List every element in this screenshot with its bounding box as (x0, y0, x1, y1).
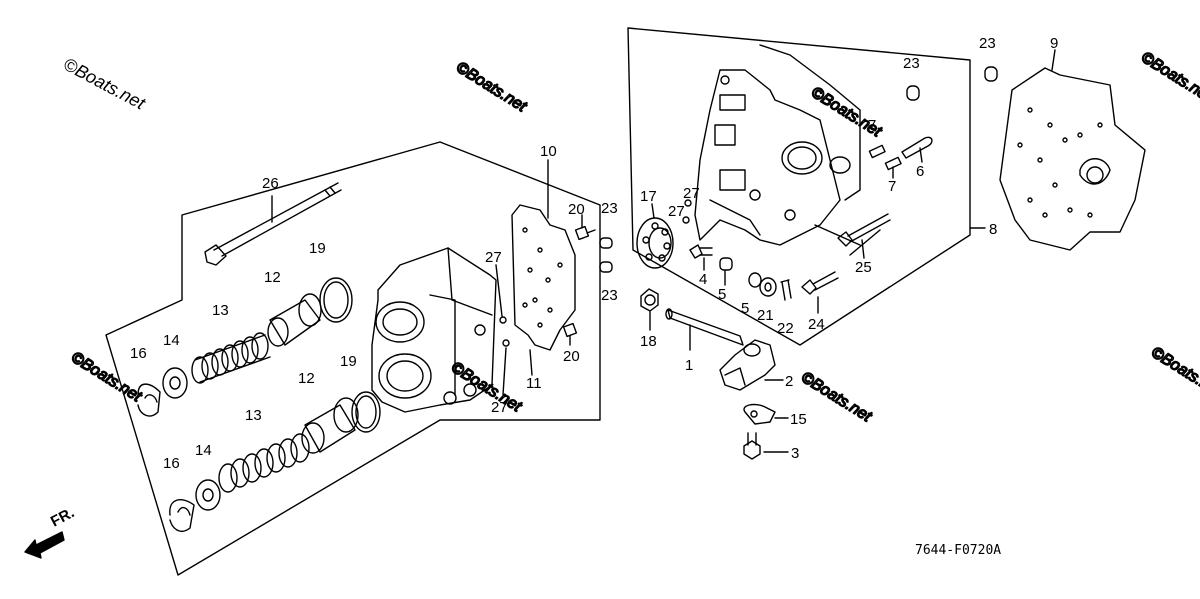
long-bolt-part (204, 182, 342, 266)
separator-plate-large (999, 49, 1146, 251)
callout-10: 10 (540, 143, 557, 160)
callout-2: 2 (785, 373, 793, 390)
callout-27: 27 (485, 249, 502, 266)
bolt-20-lower (562, 322, 578, 346)
callout-16: 16 (130, 345, 147, 362)
bolt-20-upper (574, 214, 596, 241)
callout-5: 5 (741, 300, 749, 317)
callout-26: 26 (262, 175, 279, 192)
callout-23: 23 (979, 35, 996, 52)
shaft (665, 308, 744, 351)
separator-plate-small (511, 204, 576, 376)
dowel-pin (502, 339, 510, 347)
valve-body-housing (371, 247, 497, 413)
callout-15: 15 (790, 411, 807, 428)
callout-16: 16 (163, 455, 180, 472)
nut-18 (640, 288, 659, 331)
callout-13: 13 (212, 302, 229, 319)
callout-5: 5 (718, 286, 726, 303)
callout-14: 14 (163, 332, 180, 349)
watermark: ©Boats.net (453, 59, 530, 116)
bolt-4 (689, 244, 713, 271)
callout-22: 22 (777, 320, 794, 337)
callout-27: 27 (668, 203, 685, 220)
bolt-24 (801, 271, 839, 314)
callout-19: 19 (340, 353, 357, 370)
callout-20: 20 (568, 201, 585, 218)
washer-21 (759, 277, 777, 297)
callout-21: 21 (757, 307, 774, 324)
callout-12: 12 (298, 370, 315, 387)
callout-19: 19 (309, 240, 326, 257)
bolt-3 (743, 432, 789, 460)
callout-14: 14 (195, 442, 212, 459)
dowel-23 (599, 261, 613, 273)
callout-27: 27 (491, 399, 508, 416)
dowel-pin (682, 216, 690, 224)
callout-3: 3 (791, 445, 799, 462)
callout-7: 7 (888, 178, 896, 195)
callout-11: 11 (526, 375, 542, 392)
callout-20: 20 (563, 348, 580, 365)
front-direction-label: FR. (48, 504, 77, 530)
callout-23: 23 (601, 200, 618, 217)
front-direction-arrow (24, 531, 65, 559)
callout-6: 6 (916, 163, 924, 180)
callout-24: 24 (808, 316, 825, 333)
pin-group (868, 136, 933, 179)
watermark: ©Boats.net (1138, 49, 1200, 106)
left-assembly-boundary (105, 141, 601, 576)
callout-4: 4 (699, 271, 707, 288)
callout-25: 25 (855, 259, 872, 276)
right-assembly-boundary (627, 27, 971, 346)
ball-bearing (636, 203, 674, 269)
collar-5 (719, 257, 733, 271)
callout-labels: 1 2 3 4 5 5 6 7 7 8 9 10 11 12 12 13 13 … (130, 35, 1058, 472)
callout-18: 18 (640, 333, 657, 350)
callout-17: 17 (640, 188, 657, 205)
dowel-23 (906, 85, 920, 101)
callout-13: 13 (245, 407, 262, 424)
callout-23: 23 (903, 55, 920, 72)
callout-12: 12 (264, 269, 281, 286)
callout-8: 8 (989, 221, 997, 238)
diagram-code: 7644-F0720A (915, 543, 1001, 558)
cotter-pin (780, 279, 792, 301)
callout-27: 27 (683, 185, 700, 202)
dowel-pin (684, 199, 692, 207)
dowel-23 (984, 66, 998, 82)
bolt-25 (837, 213, 891, 259)
dowel-pin (499, 316, 507, 324)
callout-9: 9 (1050, 35, 1058, 52)
selector-lever (719, 339, 784, 391)
spring-assembly-upper (137, 277, 353, 417)
washer-5 (748, 272, 762, 288)
detent-plate-15 (743, 403, 789, 425)
callout-7: 7 (868, 117, 876, 134)
copyright-label: ©Boats.net (60, 54, 149, 114)
dowel-23 (599, 237, 613, 249)
callout-1: 1 (685, 357, 693, 374)
watermark: ©Boats.net (1148, 344, 1200, 401)
spring-assembly-lower (169, 391, 381, 532)
watermark: ©Boats.net (448, 359, 525, 416)
main-valve-body (694, 44, 881, 256)
callout-23: 23 (601, 287, 618, 304)
watermark: ©Boats.net (798, 369, 875, 426)
